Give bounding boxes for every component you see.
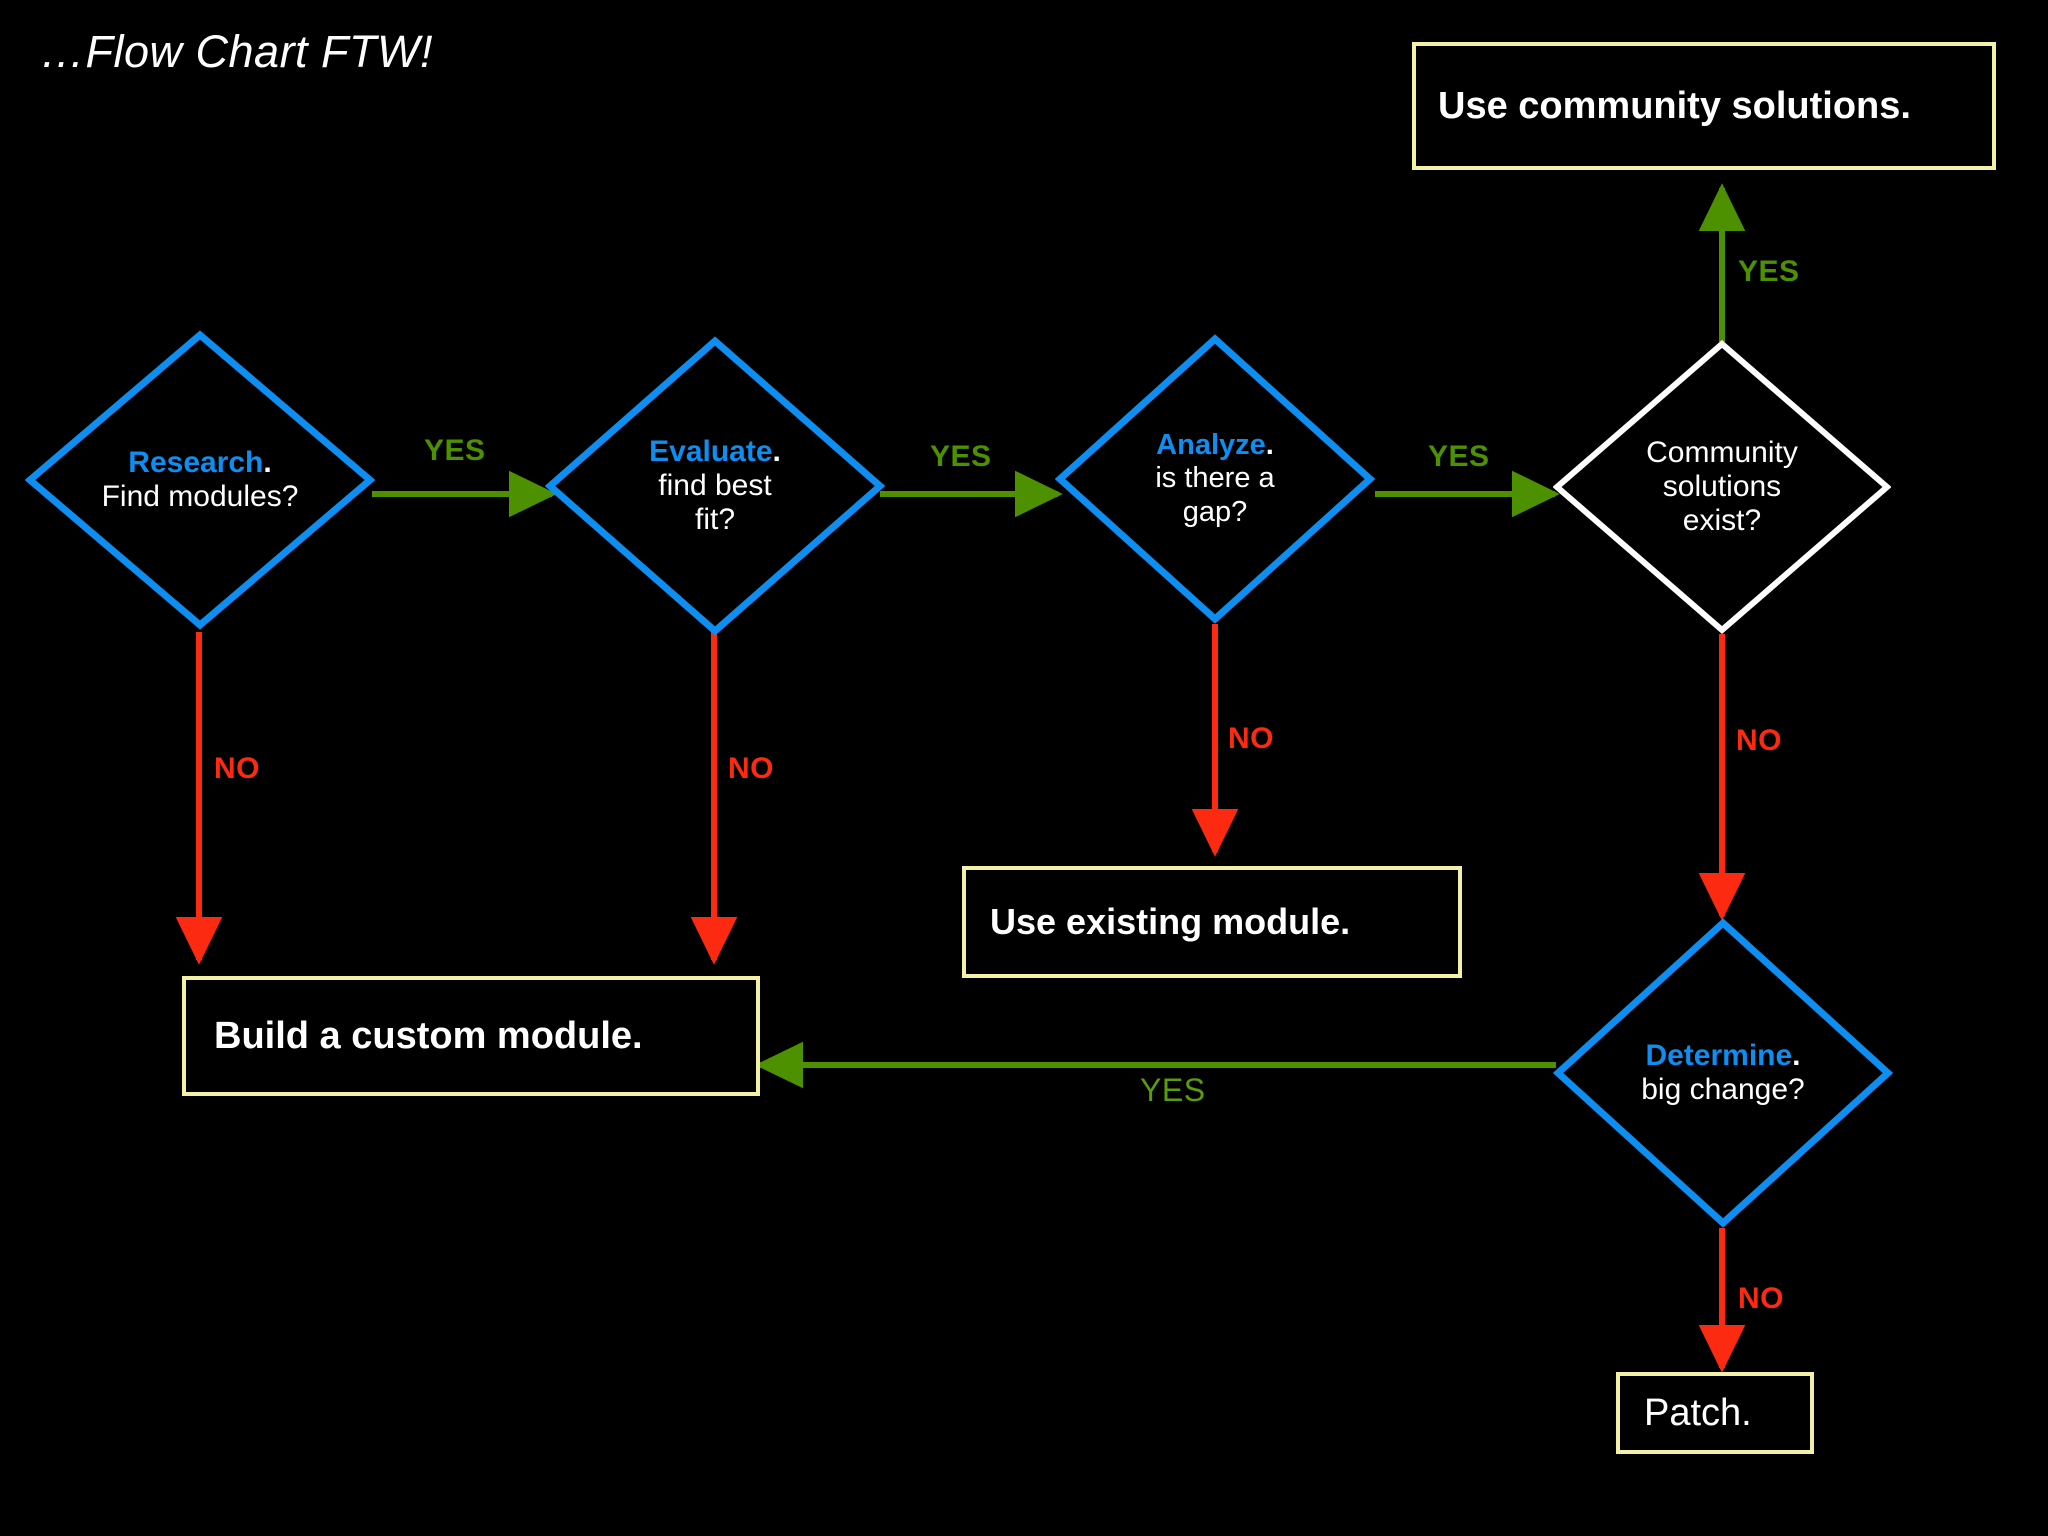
diamond-shape-evaluate (545, 336, 885, 636)
node-community-line3: exist? (1682, 504, 1762, 538)
edge-label-yes-determine-build: YES (1140, 1072, 1206, 1108)
edge-label-yes-research-evaluate: YES (424, 434, 486, 467)
node-research-dot: . (263, 445, 272, 479)
node-analyze[interactable]: Analyze. is there a gap? (1055, 334, 1375, 624)
node-community-solutions-exist[interactable]: Community solutions exist? (1553, 340, 1891, 634)
node-community-line1: Community (1646, 435, 1798, 469)
node-evaluate-dot: . (772, 434, 781, 468)
node-analyze-dot: . (1265, 429, 1274, 462)
node-build-custom-module-label: Build a custom module. (214, 1014, 643, 1057)
diamond-shape-community (1553, 340, 1891, 634)
node-use-community-solutions-label: Use community solutions. (1438, 84, 1911, 127)
edge-label-no-community-determine: NO (1736, 724, 1782, 757)
node-research-keyword: Research (128, 445, 264, 479)
page-title: …Flow Chart FTW! (40, 26, 434, 77)
node-research-line2: Find modules? (101, 480, 299, 513)
node-evaluate[interactable]: Evaluate. find best fit? (545, 336, 885, 636)
node-research[interactable]: Research. Find modules? (25, 330, 375, 630)
diamond-shape-determine (1553, 918, 1893, 1228)
edge-label-no-analyze-use-existing: NO (1228, 722, 1274, 755)
node-use-existing-module-label: Use existing module. (990, 901, 1351, 942)
node-determine-keyword: Determine (1645, 1038, 1793, 1072)
diamond-shape-research (25, 330, 375, 630)
node-patch-label: Patch. (1644, 1391, 1752, 1434)
node-determine[interactable]: Determine. big change? (1553, 918, 1893, 1228)
edge-label-no-evaluate-build: NO (728, 752, 774, 785)
node-evaluate-keyword: Evaluate (649, 434, 773, 468)
node-evaluate-line2: find best (658, 468, 772, 502)
node-determine-dot: . (1792, 1038, 1801, 1072)
node-use-existing-module[interactable]: Use existing module. (962, 866, 1462, 978)
node-analyze-keyword: Analyze (1156, 429, 1266, 462)
edge-label-yes-community-use-community: YES (1738, 255, 1800, 288)
node-determine-line2: big change? (1641, 1073, 1805, 1106)
edge-label-no-research-build: NO (214, 752, 260, 785)
node-patch[interactable]: Patch. (1616, 1372, 1814, 1454)
node-analyze-line2: is there a (1155, 462, 1275, 495)
edge-label-no-determine-patch: NO (1738, 1282, 1784, 1315)
edge-label-yes-analyze-community: YES (1428, 440, 1490, 473)
node-evaluate-line3: fit? (694, 503, 736, 537)
edge-label-yes-evaluate-analyze: YES (930, 440, 992, 473)
diamond-shape-analyze (1055, 334, 1375, 624)
node-analyze-line3: gap? (1182, 495, 1248, 528)
node-community-line2: solutions (1662, 469, 1782, 503)
node-build-custom-module[interactable]: Build a custom module. (182, 976, 760, 1096)
node-use-community-solutions[interactable]: Use community solutions. (1412, 42, 1996, 170)
